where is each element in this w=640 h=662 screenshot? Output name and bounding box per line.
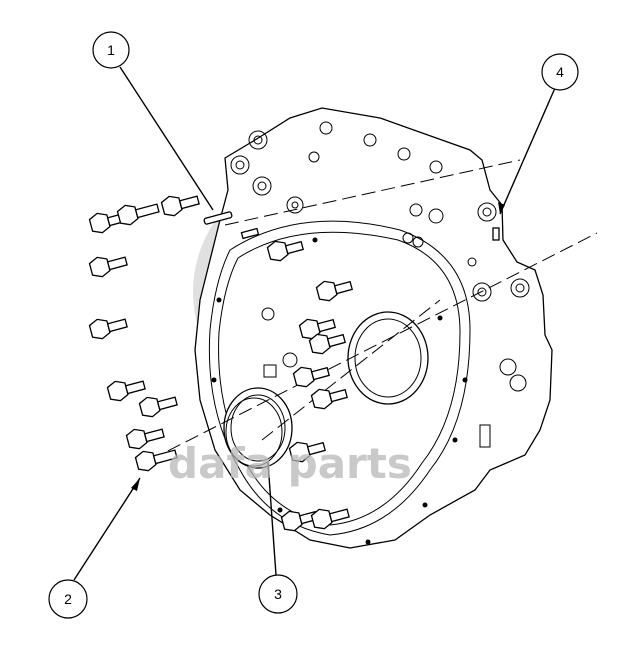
bolt xyxy=(266,240,304,262)
bolt xyxy=(310,508,350,530)
dowel-pin xyxy=(203,211,233,225)
oil-seal xyxy=(223,387,293,469)
callout-2-label: 2 xyxy=(64,591,72,607)
callout-1-label: 1 xyxy=(107,42,115,58)
callout-3: 3 xyxy=(258,574,298,614)
bolt xyxy=(160,195,200,217)
bolt xyxy=(315,280,353,302)
bolt xyxy=(310,388,348,410)
bolt xyxy=(134,449,178,472)
bolt-set xyxy=(88,195,200,472)
bolt xyxy=(240,227,260,240)
callout-2: 2 xyxy=(48,579,88,619)
bolt xyxy=(88,318,128,340)
callout-3-label: 3 xyxy=(274,586,282,602)
bolt xyxy=(138,396,178,418)
small-pin xyxy=(492,227,500,241)
bore-opening xyxy=(347,311,429,405)
bolt xyxy=(106,380,146,402)
mounting-bosses xyxy=(230,121,530,448)
bolt xyxy=(116,203,160,226)
bolt xyxy=(298,318,336,340)
housing-bolts xyxy=(240,227,353,532)
watermark-text: dafa parts xyxy=(168,439,412,488)
alignment-lines xyxy=(149,159,598,461)
callout-4-label: 4 xyxy=(556,64,564,80)
bolt xyxy=(125,428,165,450)
callout-1: 1 xyxy=(92,31,130,69)
callout-4: 4 xyxy=(541,53,579,91)
bolt xyxy=(288,441,326,463)
bolt xyxy=(292,366,330,388)
bolt xyxy=(308,333,346,355)
bolt xyxy=(88,256,128,278)
leader-lines xyxy=(73,66,556,581)
